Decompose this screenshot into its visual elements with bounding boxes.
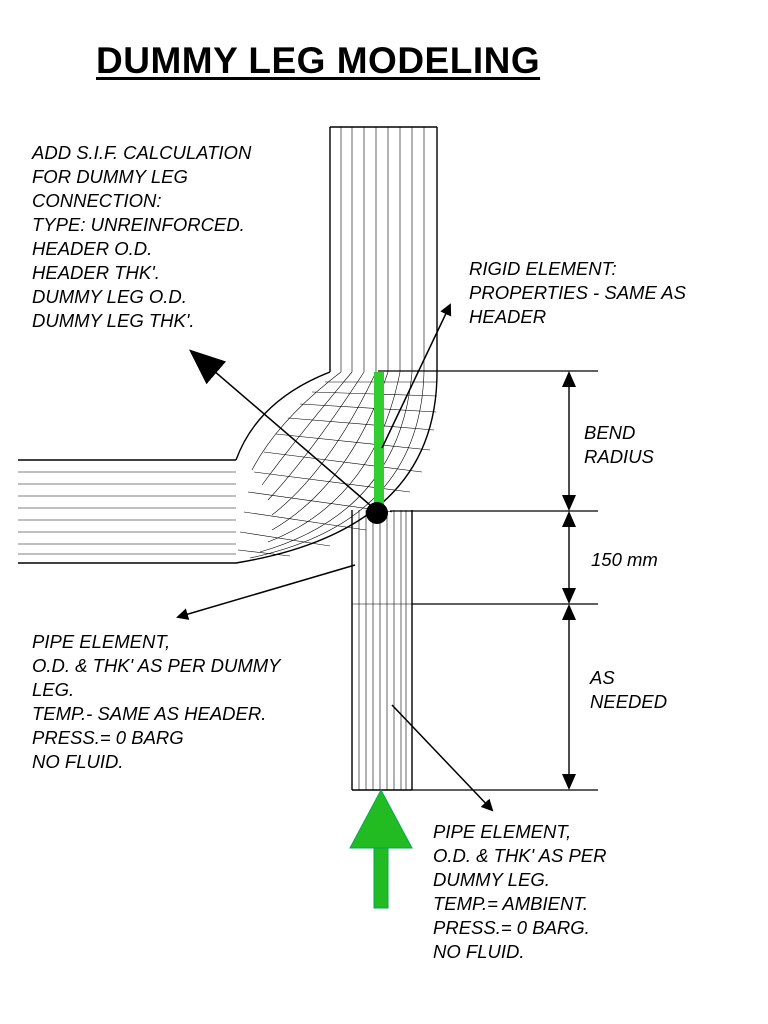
- sif-leader-arrow: [188, 349, 371, 506]
- dummy-leg-pipe: [351, 510, 413, 791]
- pipe-element-bottom-note: PIPE ELEMENT, O.D. & THK' AS PER DUMMY L…: [433, 820, 607, 964]
- pipe-left-leader-arrow: [176, 564, 356, 620]
- connection-node: [366, 502, 388, 524]
- page-title: DUMMY LEG MODELING: [96, 40, 541, 81]
- rigid-leader-arrow: [381, 303, 452, 449]
- note-line: NO FLUID.: [32, 751, 124, 772]
- note-line: DUMMY LEG.: [433, 869, 550, 890]
- dim-label-bend: BEND: [584, 422, 635, 443]
- vertical-header-pipe: [329, 126, 438, 372]
- note-line: PIPE ELEMENT,: [433, 821, 572, 842]
- sif-note: ADD S.I.F. CALCULATION FOR DUMMY LEG CON…: [32, 141, 251, 333]
- note-line: FOR DUMMY LEG: [32, 166, 188, 187]
- rigid-element: [374, 372, 384, 512]
- dimension-extension-lines: [378, 370, 598, 791]
- note-line: LEG.: [32, 679, 75, 700]
- leader-arrows: [176, 303, 494, 812]
- note-line: NO FLUID.: [433, 941, 525, 962]
- note-line: CONNECTION:: [32, 190, 162, 211]
- dim-label-150mm: 150 mm: [591, 549, 658, 570]
- dim-label-as: AS: [589, 667, 615, 688]
- dim-label-radius: RADIUS: [584, 446, 655, 467]
- pipe-element-left-note: PIPE ELEMENT, O.D. & THK' AS PER DUMMY L…: [32, 630, 281, 774]
- note-line: TEMP.- SAME AS HEADER.: [32, 703, 267, 724]
- note-line: PIPE ELEMENT,: [32, 631, 171, 652]
- note-line: TYPE: UNREINFORCED.: [32, 214, 245, 235]
- note-line: O.D. & THK' AS PER: [433, 845, 607, 866]
- pipe-bottom-leader-arrow: [391, 704, 494, 812]
- note-line: DUMMY LEG THK'.: [32, 310, 195, 331]
- note-line: RIGID ELEMENT:: [469, 258, 617, 279]
- note-line: O.D. & THK' AS PER DUMMY: [32, 655, 281, 676]
- note-line: ADD S.I.F. CALCULATION: [32, 142, 252, 163]
- horizontal-header-pipe: [18, 459, 236, 564]
- note-line: HEADER O.D.: [32, 238, 153, 259]
- note-line: TEMP.= AMBIENT.: [433, 893, 589, 914]
- elbow-bend-mesh: [235, 371, 438, 564]
- rigid-element-note: RIGID ELEMENT: PROPERTIES - SAME AS HEAD…: [469, 257, 686, 329]
- note-line: HEADER: [469, 306, 547, 327]
- dim-label-needed: NEEDED: [590, 691, 667, 712]
- note-line: DUMMY LEG O.D.: [32, 286, 187, 307]
- note-line: PRESS.= 0 BARG: [32, 727, 184, 748]
- support-arrow: [349, 788, 413, 909]
- note-line: PRESS.= 0 BARG.: [433, 917, 590, 938]
- note-line: HEADER THK'.: [32, 262, 160, 283]
- note-line: PROPERTIES - SAME AS: [469, 282, 686, 303]
